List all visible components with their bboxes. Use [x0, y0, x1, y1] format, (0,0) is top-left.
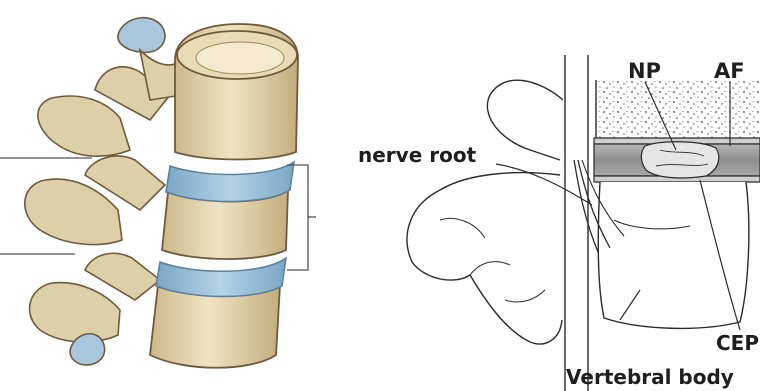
- cep-label: CEP: [716, 331, 759, 355]
- nerve-root-label: nerve root: [358, 143, 477, 167]
- vertebral-body-label: Vertebral body: [566, 365, 734, 389]
- disc-schematic: [407, 55, 760, 391]
- lower-vertebral-body: [598, 182, 749, 328]
- lower-posterior-elements: [407, 173, 562, 344]
- af-label: AF: [714, 59, 745, 83]
- np-label: NP: [628, 59, 661, 83]
- upper-vertebra-bone: [596, 80, 760, 138]
- posterior-processes: [25, 67, 170, 342]
- lower-disc: [156, 258, 286, 297]
- upper-facet-cap: [118, 18, 165, 53]
- nucleus-pulposus: [641, 142, 718, 178]
- spinal-cord: [565, 55, 588, 391]
- upper-disc: [166, 162, 294, 202]
- lumbar-spine-illustration: [0, 18, 316, 368]
- upper-lamina: [487, 80, 563, 160]
